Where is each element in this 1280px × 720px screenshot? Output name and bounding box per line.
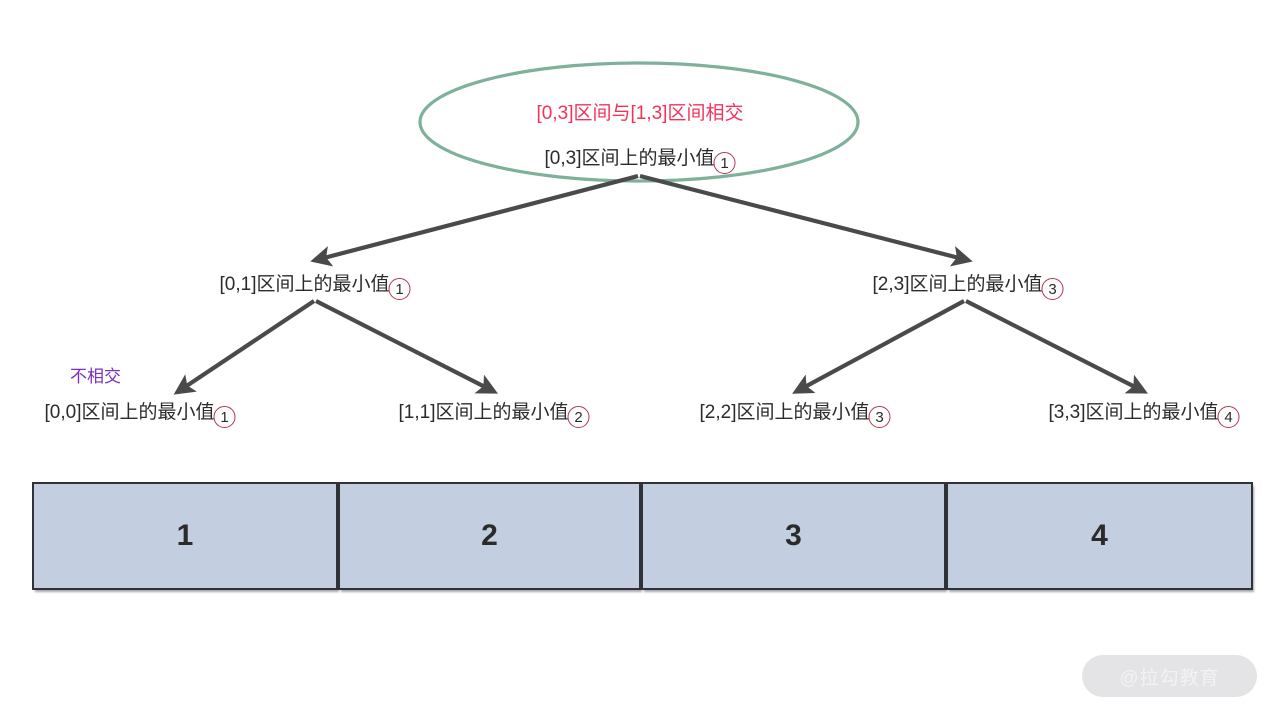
node-0-0-value: 1 (213, 406, 236, 428)
node-2-2-value: 3 (868, 406, 891, 428)
edge-root-to-right (639, 173, 973, 267)
root-highlight-text: [0,3]区间与[1,3]区间相交 (536, 103, 744, 124)
edge-root-to-left (310, 173, 639, 267)
edge-right-to-leaf-22 (792, 299, 965, 394)
array-cell-2[interactable]: 3 (641, 482, 946, 590)
node-3-3-label: [3,3]区间上的最小值 (1048, 402, 1219, 423)
node-1-1-label: [1,1]区间上的最小值 (398, 402, 569, 423)
watermark-badge: @拉勾教育 (1082, 655, 1257, 697)
node-0-0-label: [0,0]区间上的最小值 (44, 402, 215, 423)
edge-right-to-leaf-33 (965, 299, 1148, 394)
root-node-text: [0,3]区间上的最小值 (544, 148, 715, 169)
array-cell-3[interactable]: 4 (946, 482, 1253, 590)
node-0-1-label: [0,1]区间上的最小值 (219, 274, 390, 295)
annotation-disjoint: 不相交 (70, 367, 121, 386)
node-3-3-value: 4 (1217, 406, 1240, 428)
node-2-2-label: [2,2]区间上的最小值 (699, 402, 870, 423)
node-1-1-value: 2 (567, 406, 590, 428)
array-cell-1[interactable]: 2 (338, 482, 641, 590)
array-row: 1 2 3 4 (32, 482, 1253, 590)
node-2-3-label: [2,3]区间上的最小值 (872, 274, 1043, 295)
array-cell-0[interactable]: 1 (32, 482, 338, 590)
root-node-value: 1 (713, 152, 736, 174)
edge-left-to-leaf-11 (315, 299, 498, 394)
node-0-1-value: 1 (388, 278, 411, 300)
node-2-3-value: 3 (1041, 278, 1064, 300)
edge-left-to-leaf-00 (173, 299, 316, 395)
